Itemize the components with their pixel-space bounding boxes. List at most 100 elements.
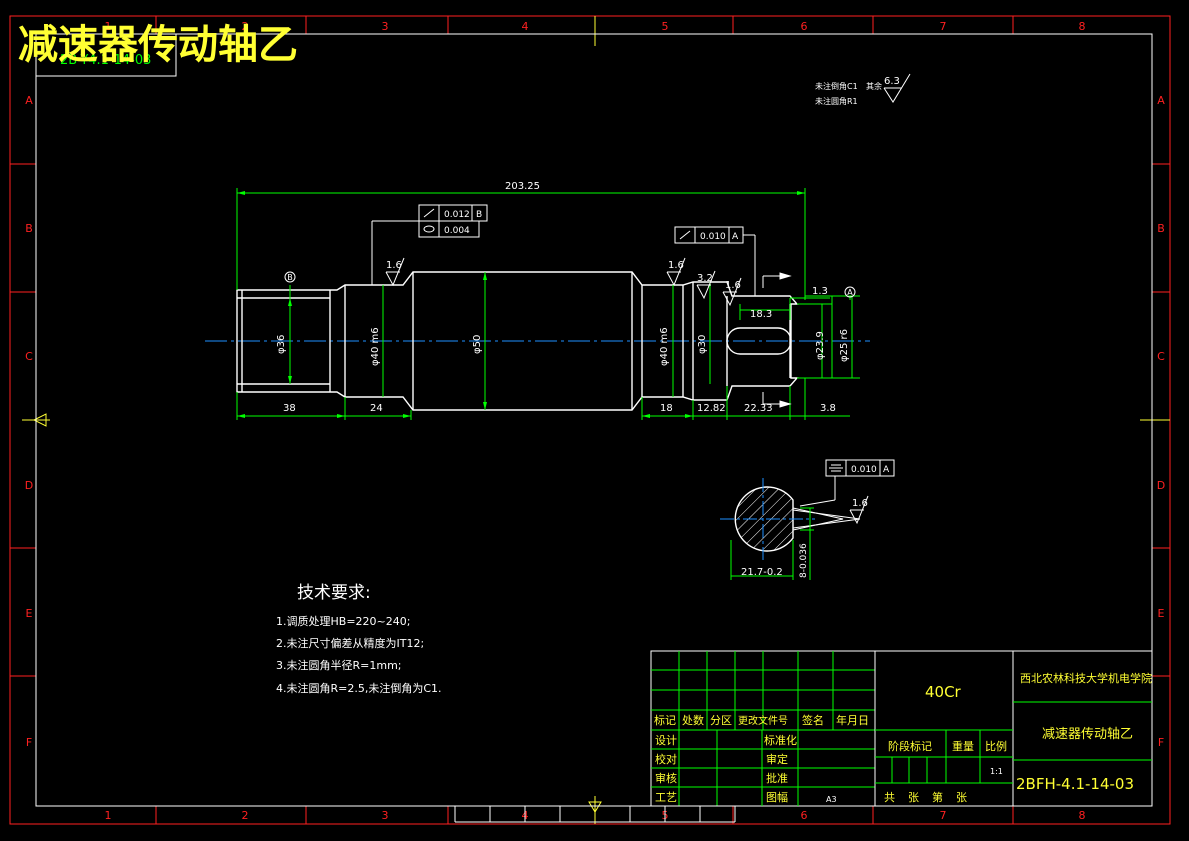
- dim-len24: 24: [370, 403, 383, 414]
- svg-text:8: 8: [1079, 20, 1086, 33]
- svg-text:1.6: 1.6: [386, 260, 402, 271]
- arrow-heads: [237, 191, 805, 418]
- svg-text:A: A: [847, 288, 853, 297]
- svg-text:未注倒角C1: 未注倒角C1: [815, 81, 858, 91]
- svg-text:2: 2: [242, 20, 249, 33]
- svg-text:B: B: [287, 273, 293, 282]
- material-text: 40Cr: [925, 683, 962, 701]
- svg-text:1: 1: [105, 20, 112, 33]
- svg-text:比例: 比例: [985, 739, 1007, 753]
- svg-text:第: 第: [932, 790, 943, 804]
- shaft-profile: [236, 271, 799, 411]
- svg-text:工艺: 工艺: [655, 791, 677, 804]
- svg-text:1: 1: [105, 809, 112, 822]
- svg-text:21.7-0.2: 21.7-0.2: [741, 567, 783, 578]
- svg-text:3: 3: [382, 809, 389, 822]
- svg-text:6: 6: [801, 809, 808, 822]
- svg-text:3.2: 3.2: [697, 273, 713, 284]
- svg-text:8-0.036: 8-0.036: [799, 543, 809, 578]
- datum-labels: B A: [287, 273, 853, 297]
- dim-len183: 18.3: [750, 309, 772, 320]
- svg-text:标记: 标记: [654, 713, 676, 727]
- svg-text:C: C: [25, 350, 33, 363]
- svg-text:其余: 其余: [866, 81, 882, 91]
- svg-text:B: B: [1157, 222, 1165, 235]
- tech-item-4: 4.未注圆角R=2.5,未注倒角为C1.: [276, 681, 442, 695]
- inner-frame: [35, 33, 1153, 807]
- svg-text:阶段标记: 阶段标记: [888, 739, 932, 753]
- border-labels: 1 2 3 4 5 6 7 8 1 2 3 4 5 6 7 8 A B C D …: [25, 20, 1165, 822]
- dim-len13: 1.3: [812, 286, 828, 297]
- rest-roughness-symbol: [883, 73, 911, 103]
- tech-item-1: 1.调质处理HB=220~240;: [276, 615, 410, 628]
- svg-text:6: 6: [801, 20, 808, 33]
- section-marks: [762, 272, 792, 408]
- tolerance-frame-1-text: 0.012 B 0.004: [444, 210, 482, 236]
- tolerance-frame-1: [371, 204, 488, 285]
- cross-section-text: 0.010 A 1.6 21.7-0.2 8-0.036: [741, 465, 890, 578]
- svg-text:图幅: 图幅: [766, 791, 788, 804]
- svg-text:0.004: 0.004: [444, 226, 470, 236]
- svg-text:审核: 审核: [655, 771, 677, 785]
- svg-text:签名: 签名: [802, 713, 824, 727]
- tech-item-2: 2.未注尺寸偏差从精度为IT12;: [276, 636, 424, 650]
- dimension-lines: [236, 188, 860, 420]
- roughness-values: 1.6 1.6 3.2 1.6: [386, 260, 741, 291]
- svg-text:共: 共: [884, 791, 895, 804]
- svg-text:审定: 审定: [766, 752, 788, 766]
- dim-d40b: φ40 m6: [659, 327, 670, 366]
- svg-text:0.010: 0.010: [851, 465, 877, 475]
- svg-text:E: E: [1158, 607, 1165, 620]
- tolerance-frame-2-text: 0.010 A: [700, 232, 739, 242]
- dim-d40a: φ40 m6: [370, 327, 381, 366]
- dim-len18: 18: [660, 403, 673, 414]
- dim-d30: φ30: [697, 335, 708, 354]
- svg-text:未注圆角R1: 未注圆角R1: [815, 96, 858, 106]
- title-block-grid: [454, 650, 1153, 823]
- svg-text:1.6: 1.6: [852, 498, 868, 509]
- svg-text:1.6: 1.6: [725, 280, 741, 291]
- title-box: [35, 33, 177, 77]
- svg-text:年月日: 年月日: [836, 713, 869, 727]
- dim-len38: 38: [283, 403, 296, 414]
- svg-text:7: 7: [940, 809, 947, 822]
- dim-len2233: 22.33: [744, 403, 773, 414]
- svg-text:A: A: [883, 465, 890, 475]
- svg-text:A: A: [1157, 94, 1165, 107]
- svg-text:重量: 重量: [952, 739, 974, 753]
- svg-text:0.012: 0.012: [444, 210, 470, 220]
- drawing-code: 2BFH-4.1-14-03: [1016, 775, 1134, 793]
- svg-text:4: 4: [522, 20, 529, 33]
- cross-section-view: [720, 459, 895, 580]
- svg-text:5: 5: [662, 20, 669, 33]
- title-block-text: 标记 处数 分区 更改文件号 签名 年月日 设计 标准化 校对 审定 审核 批准…: [654, 671, 1152, 804]
- svg-text:A: A: [25, 94, 33, 107]
- svg-text:8: 8: [1079, 809, 1086, 822]
- svg-text:B: B: [476, 210, 482, 220]
- svg-text:张: 张: [956, 791, 967, 804]
- svg-text:分区: 分区: [710, 714, 732, 727]
- svg-text:A3: A3: [826, 795, 837, 804]
- svg-text:设计: 设计: [655, 734, 677, 747]
- dimension-texts: 203.25 38 24 18 12.82 22.33 3.8 18.3 1.3…: [276, 181, 850, 414]
- tech-item-3: 3.未注圆角半径R=1mm;: [276, 658, 402, 672]
- title-box-code: 2B-Y4.1-14-03: [60, 53, 151, 68]
- centering-marks: [22, 16, 1170, 824]
- svg-text:F: F: [1158, 736, 1164, 749]
- svg-text:F: F: [26, 736, 32, 749]
- svg-text:张: 张: [908, 791, 919, 804]
- svg-text:7: 7: [940, 20, 947, 33]
- datum-symbols: [284, 271, 856, 298]
- svg-text:A: A: [732, 232, 739, 242]
- svg-text:6.3: 6.3: [884, 76, 900, 87]
- tech-requirements: 技术要求: 1.调质处理HB=220~240; 2.未注尺寸偏差从精度为IT12…: [276, 583, 442, 695]
- drawing-big-title: 减速器传动轴乙: [18, 22, 298, 68]
- svg-text:1.6: 1.6: [668, 260, 684, 271]
- svg-text:0.010: 0.010: [700, 232, 726, 242]
- dim-total: 203.25: [505, 181, 540, 192]
- svg-text:校对: 校对: [655, 752, 677, 766]
- svg-text:3: 3: [382, 20, 389, 33]
- svg-text:1:1: 1:1: [990, 767, 1003, 776]
- svg-text:批准: 批准: [766, 771, 788, 785]
- svg-text:西北农林科技大学机电学院: 西北农林科技大学机电学院: [1020, 671, 1152, 685]
